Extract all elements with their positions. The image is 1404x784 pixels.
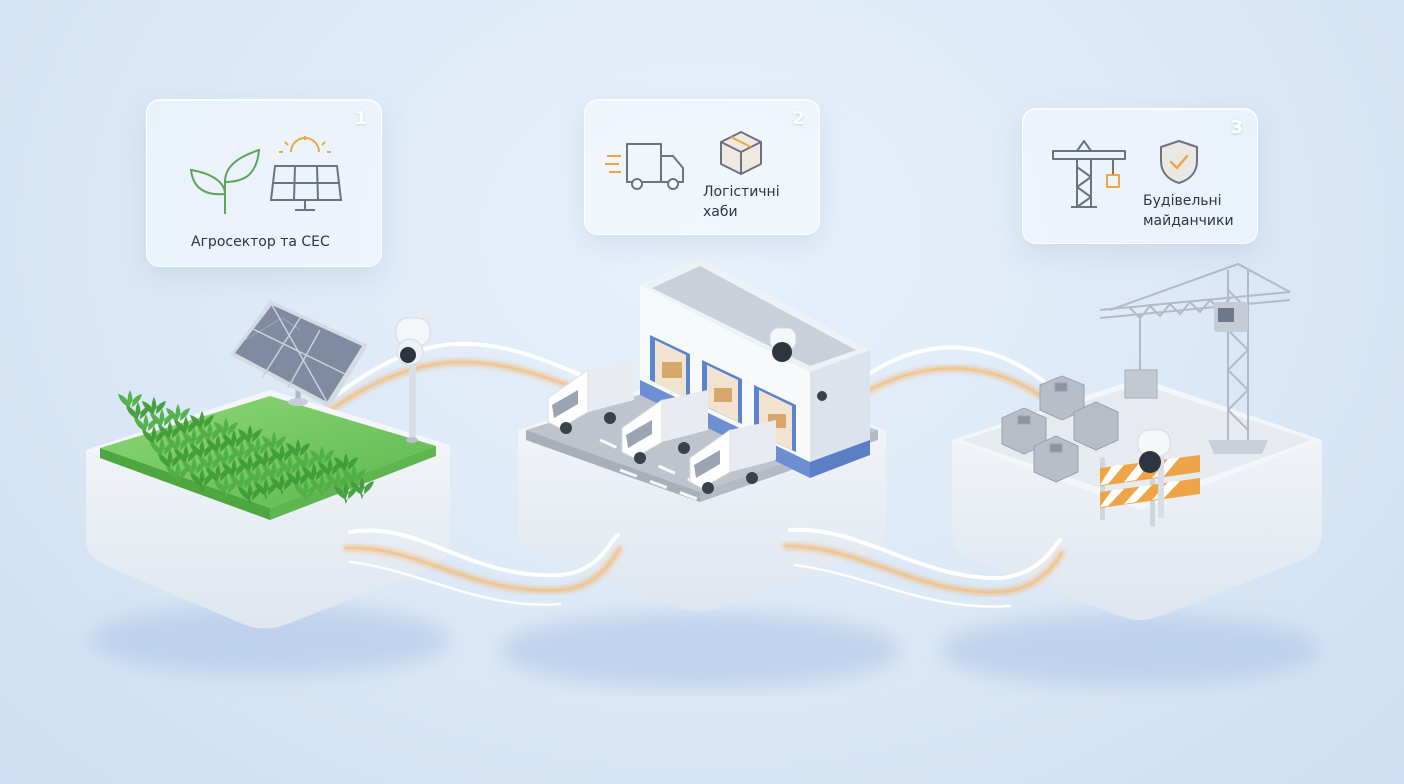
- crop-plant: [310, 475, 334, 497]
- crop-plant: [326, 470, 350, 492]
- crop-plant: [254, 478, 278, 500]
- crop-plant: [214, 418, 238, 440]
- trucks: [547, 360, 776, 494]
- crop-plant: [214, 447, 238, 469]
- crop-plant: [318, 458, 342, 480]
- card-number: 3: [1230, 117, 1243, 138]
- security-camera-construction: [1137, 429, 1171, 518]
- crop-plant: [230, 442, 254, 464]
- crop-plant: [150, 409, 174, 431]
- crop-plant: [198, 423, 222, 445]
- crop-plant: [350, 477, 374, 499]
- crop-plant: [238, 454, 262, 476]
- crop-plant: [150, 438, 174, 460]
- crop-plant: [230, 471, 254, 493]
- shield-check-icon: [1160, 140, 1198, 184]
- card-number: 1: [354, 108, 367, 129]
- crop-plant: [190, 411, 214, 433]
- card-label-line1: Логістичні: [703, 184, 780, 200]
- platform-construction: [952, 262, 1322, 620]
- crop-plant: [182, 428, 206, 450]
- crop-plant: [334, 453, 358, 475]
- card-label-line2: майданчики: [1143, 213, 1234, 229]
- sprout-icon: [189, 148, 261, 214]
- crop-plant: [174, 445, 198, 467]
- security-camera-agro: [395, 310, 432, 443]
- crop-plant: [238, 483, 262, 505]
- crop-plant: [246, 437, 270, 459]
- light-lines-bottom: [343, 527, 1064, 608]
- card-agro: 1 Агросектор та СЕС: [146, 99, 382, 267]
- crop-plant: [166, 404, 190, 426]
- crop-plant: [246, 466, 270, 488]
- crop-plant: [158, 450, 182, 472]
- floor-shadows: [90, 605, 1320, 688]
- crop-plant: [166, 433, 190, 455]
- crop-plant: [278, 456, 302, 478]
- crop-plant: [158, 421, 182, 443]
- crop-plant: [142, 426, 166, 448]
- crop-plant: [294, 451, 318, 473]
- card-label: Агросектор та СЕС: [191, 234, 330, 250]
- crop-plant: [254, 449, 278, 471]
- crop-plant: [262, 461, 286, 483]
- concrete-blocks: [1001, 375, 1119, 483]
- platform-agro: [86, 300, 450, 629]
- card-construction: 3 Будівельні майданчики: [1022, 108, 1258, 244]
- crop-plant: [190, 440, 214, 462]
- crop-plant: [270, 473, 294, 495]
- crop-plant: [190, 469, 214, 491]
- crop-plant: [262, 432, 286, 454]
- crop-plant: [206, 435, 230, 457]
- crop-plant: [182, 457, 206, 479]
- crop-plant: [142, 397, 166, 419]
- crop-plant: [310, 446, 334, 468]
- platform-logistics: [518, 258, 886, 612]
- crop-plant: [294, 480, 318, 502]
- delivery-truck-icon: [605, 143, 684, 190]
- package-box-icon: [720, 131, 762, 175]
- crop-plant: [214, 476, 238, 498]
- crop-plant: [286, 439, 310, 461]
- light-lines-top: [328, 341, 1062, 412]
- crop-plant: [198, 452, 222, 474]
- crop-plant: [174, 416, 198, 438]
- crop-plant: [134, 414, 158, 436]
- tower-crane-icon: [1052, 140, 1126, 208]
- card-label-line1: Будівельні: [1143, 193, 1222, 209]
- crop-plant: [222, 430, 246, 452]
- solar-panel: [230, 300, 368, 408]
- card-number: 2: [792, 108, 805, 129]
- crop-plant: [334, 482, 358, 504]
- crop-plant: [126, 402, 150, 424]
- crop-plant: [342, 465, 366, 487]
- card-logistics: 2 Логістичні хаби: [584, 99, 820, 235]
- crop-plant: [238, 425, 262, 447]
- crop-plant: [222, 459, 246, 481]
- crop-plant: [302, 463, 326, 485]
- crop-plant: [166, 462, 190, 484]
- crop-plant: [286, 468, 310, 490]
- card-label-line2: хаби: [703, 204, 738, 220]
- solar-panel-icon: [269, 136, 343, 211]
- crop-plant: [118, 390, 142, 412]
- crop-plant: [270, 444, 294, 466]
- crop-plant: [206, 464, 230, 486]
